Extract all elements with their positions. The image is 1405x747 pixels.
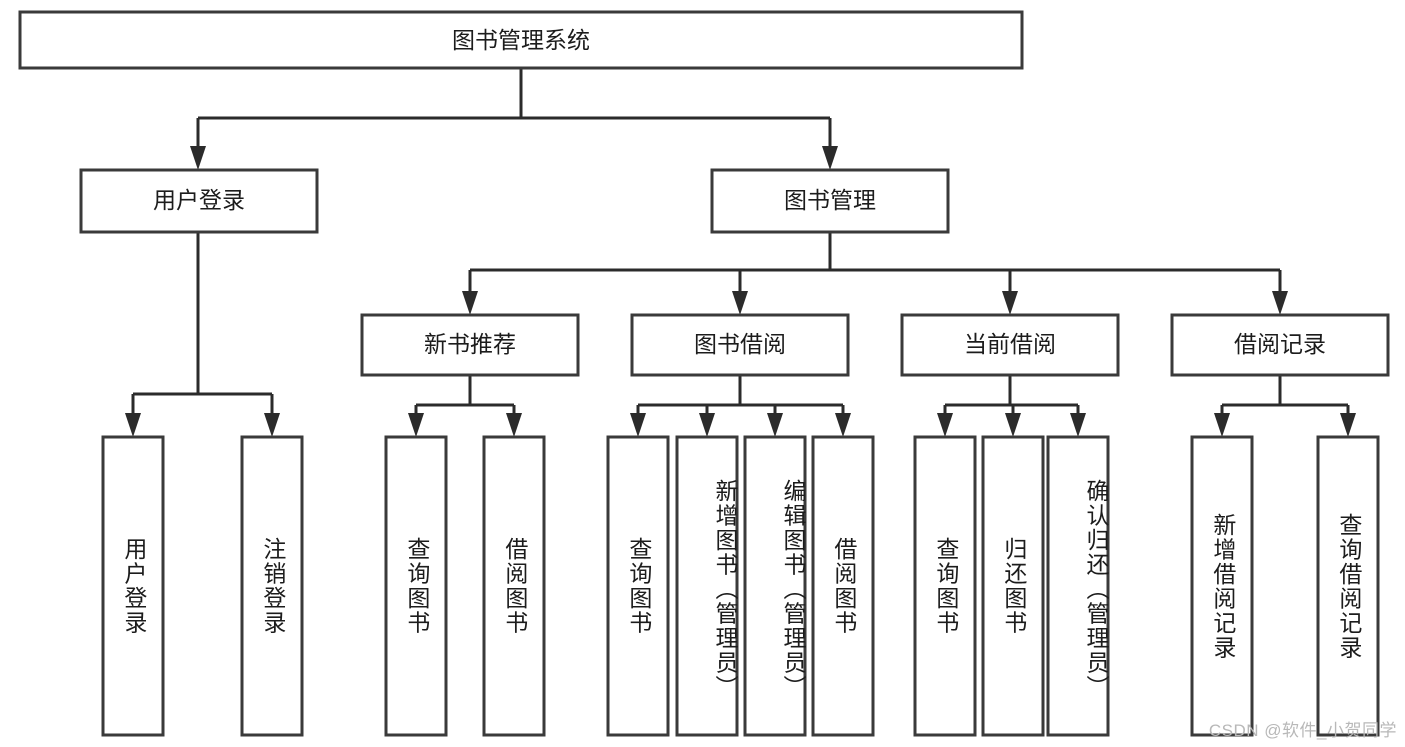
node-new-book-recommend[interactable]: 新书推荐 (360, 313, 580, 377)
connectors-bookborrow-to-leaves (630, 375, 851, 437)
arrow-to-leaf-query-book-1 (408, 413, 424, 437)
arrow-to-leaf-user-login (125, 413, 141, 437)
node-book-management[interactable]: 图书管理 (710, 168, 950, 234)
node-root-library-system[interactable]: 图书管理系统 (18, 10, 1024, 70)
user-login-label: 用户登录 (153, 187, 245, 213)
connectors-bookmgmt-to-level3 (462, 232, 1288, 315)
book-borrow-label: 图书借阅 (694, 331, 786, 357)
leaf-box-borrow-book-2[interactable] (811, 435, 875, 737)
arrow-to-leaf-return-book (1005, 413, 1021, 437)
leaf-box-edit-book[interactable] (743, 435, 807, 737)
arrow-to-book-borrow (732, 291, 748, 315)
root-label: 图书管理系统 (452, 27, 590, 53)
leaf-box-logout[interactable] (240, 435, 304, 737)
node-current-borrow[interactable]: 当前借阅 (900, 313, 1120, 377)
csdn-watermark: CSDN @软件_小贺同学 (1208, 721, 1397, 740)
arrow-to-borrow-record (1272, 291, 1288, 315)
leaf-box-query-book-2[interactable] (606, 435, 670, 737)
current-borrow-box (900, 313, 1120, 377)
leaf-box-confirm-return[interactable] (1046, 435, 1110, 737)
new-book-recommend-label: 新书推荐 (424, 331, 516, 357)
arrow-to-leaf-logout (264, 413, 280, 437)
leaf-box-query-record[interactable] (1316, 435, 1380, 737)
arrow-to-leaf-confirm-return (1070, 413, 1086, 437)
connectors-root-to-level2 (190, 68, 838, 170)
node-borrow-record[interactable]: 借阅记录 (1170, 313, 1390, 377)
leaf-box-return-book[interactable] (981, 435, 1045, 737)
leaf-box-query-book-1[interactable] (384, 435, 448, 737)
node-book-borrow[interactable]: 图书借阅 (630, 313, 850, 377)
arrow-to-leaf-borrow-book-1 (506, 413, 522, 437)
borrow-record-box (1170, 313, 1390, 377)
current-borrow-label: 当前借阅 (964, 331, 1056, 357)
arrow-to-leaf-edit-book (767, 413, 783, 437)
book-management-box (710, 168, 950, 234)
leaf-box-add-record[interactable] (1190, 435, 1254, 737)
root-box (18, 10, 1024, 70)
book-management-label: 图书管理 (784, 187, 876, 213)
arrow-to-leaf-add-book (699, 413, 715, 437)
arrow-to-new-book-rec (462, 291, 478, 315)
node-user-login[interactable]: 用户登录 (79, 168, 319, 234)
new-book-recommend-box (360, 313, 580, 377)
leaf-boxes (101, 435, 1380, 737)
leaf-box-user-login[interactable] (101, 435, 165, 737)
arrow-to-leaf-borrow-book-2 (835, 413, 851, 437)
arrow-to-leaf-query-book-3 (937, 413, 953, 437)
book-borrow-box (630, 313, 850, 377)
arrow-to-leaf-query-book-2 (630, 413, 646, 437)
arrow-to-leaf-add-record (1214, 413, 1230, 437)
connectors-newbook-to-leaves (408, 375, 522, 437)
arrow-to-current-borrow (1002, 291, 1018, 315)
leaf-box-add-book[interactable] (675, 435, 739, 737)
arrow-to-leaf-query-record (1340, 413, 1356, 437)
connectors-borrowrecord-to-leaves (1214, 375, 1356, 437)
borrow-record-label: 借阅记录 (1234, 331, 1326, 357)
connectors-currentborrow-to-leaves (937, 375, 1086, 437)
leaf-box-borrow-book-1[interactable] (482, 435, 546, 737)
user-login-box (79, 168, 319, 234)
arrow-to-user-login (190, 146, 206, 170)
arrow-to-book-mgmt (822, 146, 838, 170)
connectors-userlogin-to-leaves (125, 232, 280, 437)
leaf-box-query-book-3[interactable] (913, 435, 977, 737)
